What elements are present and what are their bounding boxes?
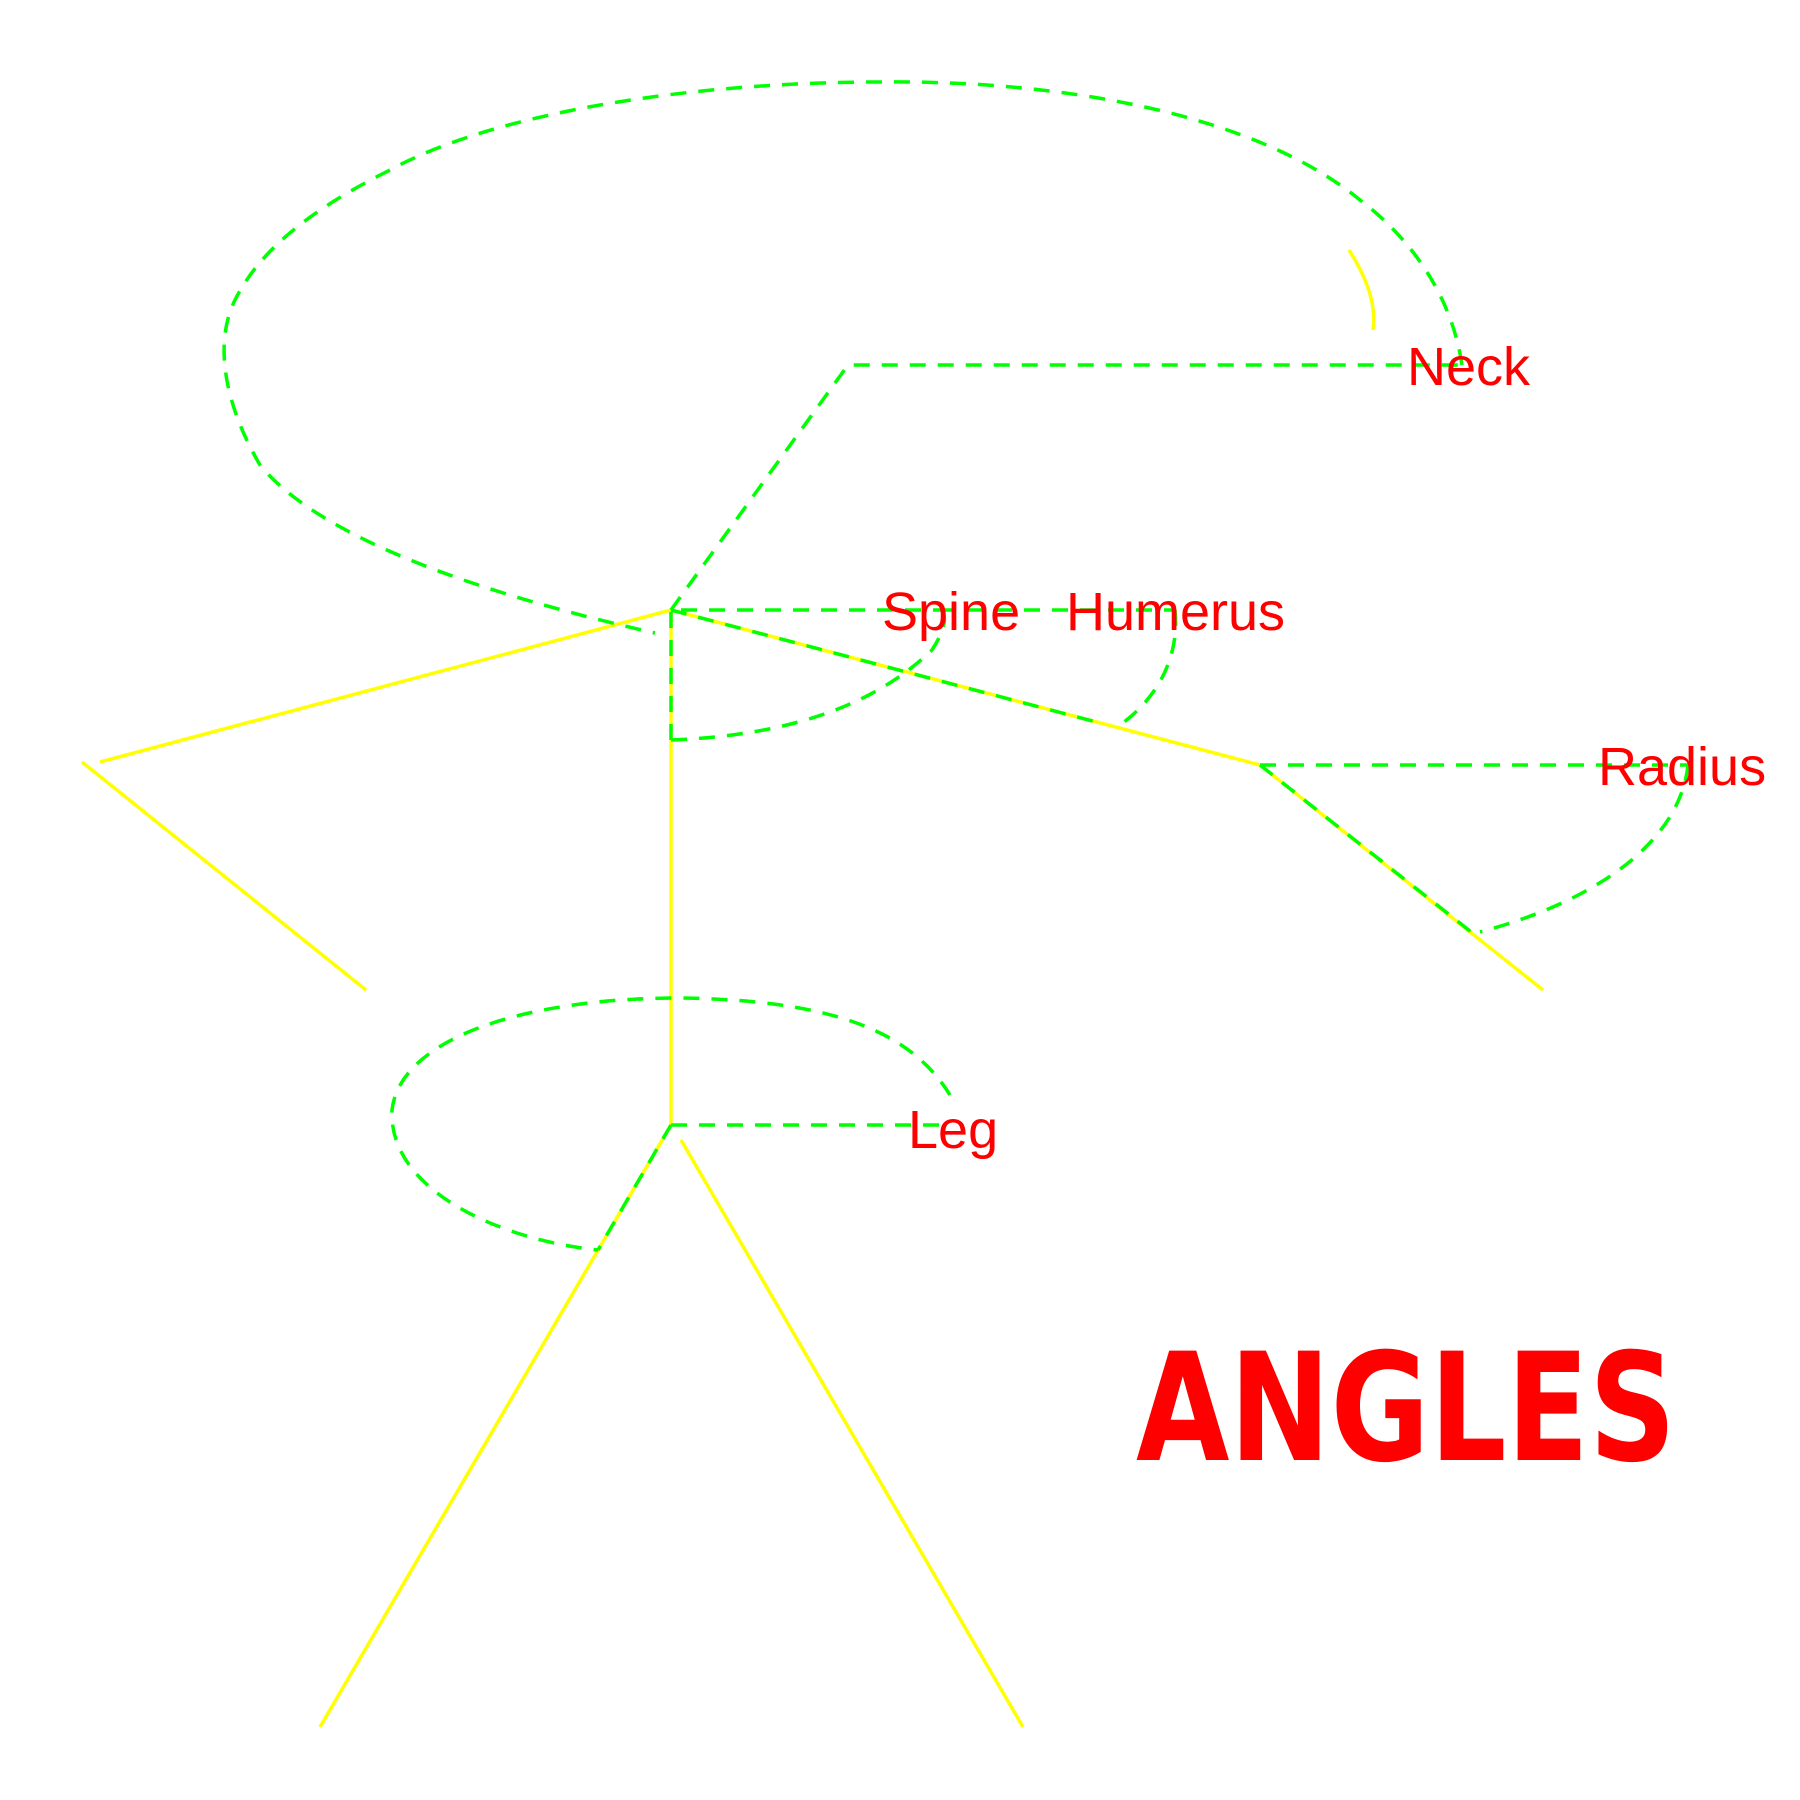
leg-angle-arc <box>390 996 952 1252</box>
radius-angle-arc <box>1479 764 1690 934</box>
neck-guide-line <box>669 363 1462 612</box>
stick-figure <box>80 249 1545 1728</box>
right-leg <box>679 1139 1025 1728</box>
humerus-angle-arc <box>1118 609 1178 727</box>
spine-guide-line <box>669 608 940 740</box>
head-outline-tail <box>1347 249 1376 331</box>
label-humerus: Humerus <box>1066 582 1285 642</box>
left-leg <box>318 1124 673 1728</box>
label-radius: Radius <box>1598 737 1766 797</box>
left-forearm <box>80 760 368 992</box>
humerus-arm-overlay <box>670 608 1101 725</box>
left-upper-arm <box>99 608 672 764</box>
title-angles: ANGLES <box>1136 1322 1676 1496</box>
angle-labels: Neck Spine Humerus Radius Leg <box>882 337 1766 1160</box>
angle-guides <box>222 80 1690 1252</box>
label-leg: Leg <box>908 1100 998 1160</box>
label-spine: Spine <box>882 582 1020 642</box>
leg-overlay <box>596 1124 673 1251</box>
radius-arm-overlay <box>1258 763 1477 937</box>
label-neck: Neck <box>1407 337 1531 397</box>
neck-angle-arc <box>222 80 1464 635</box>
spine-angle-arc <box>670 608 947 742</box>
right-upper-arm <box>670 608 1261 767</box>
